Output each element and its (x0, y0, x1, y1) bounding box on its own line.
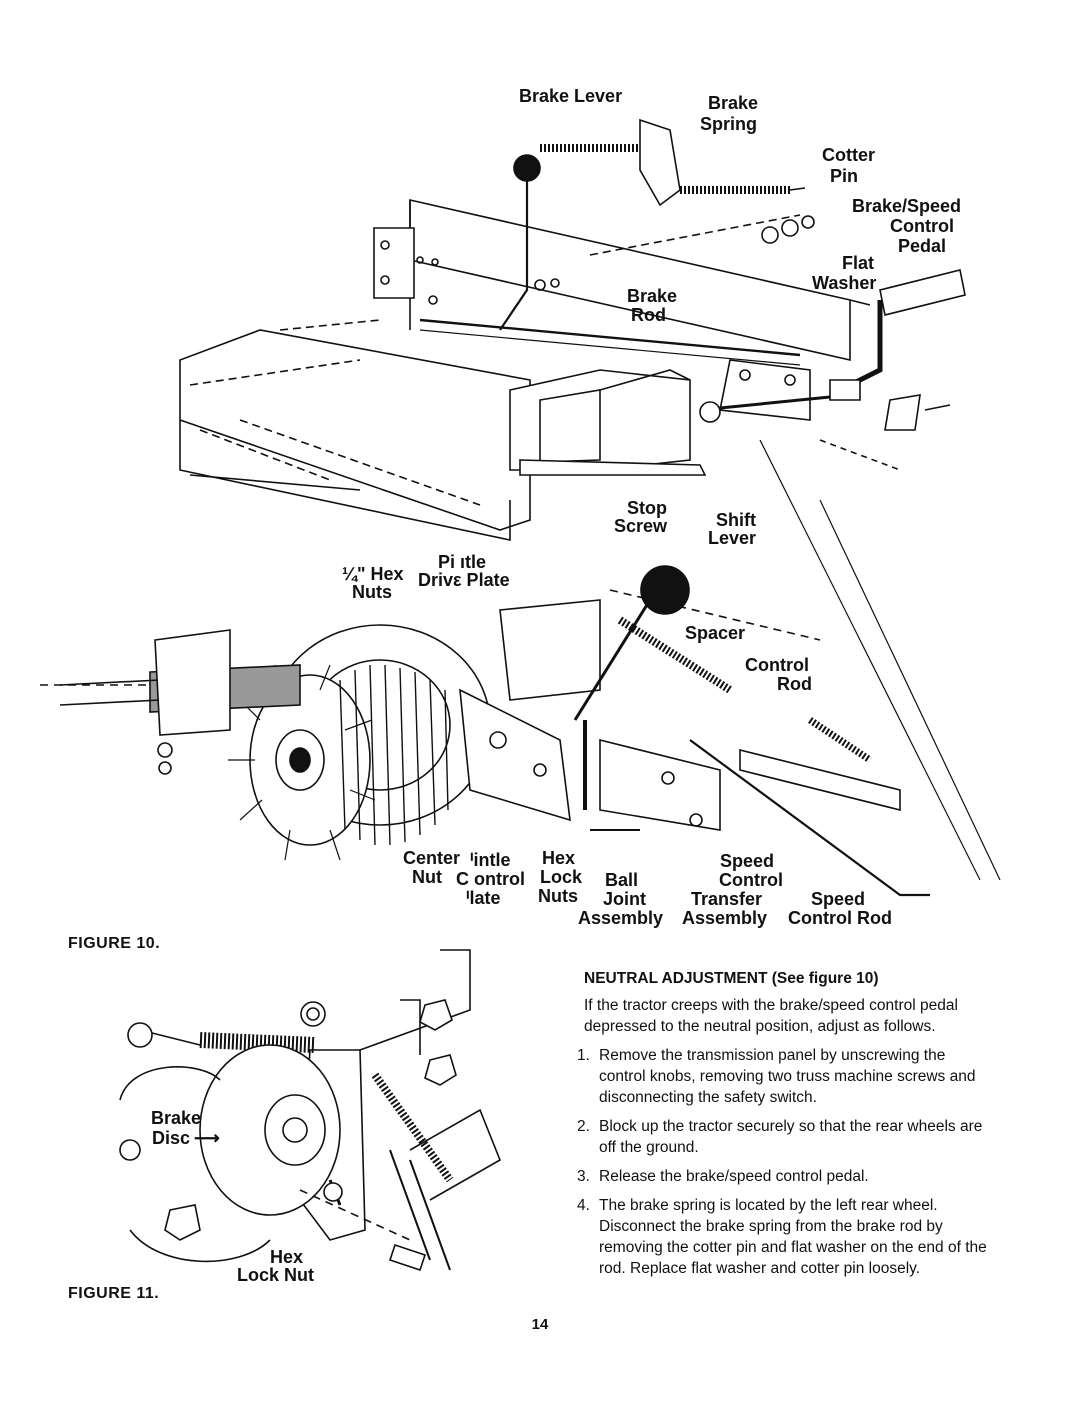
label-brake-spring-line2: Spring (700, 114, 757, 134)
label-hex-lock-nut-line1: Hex (270, 1247, 304, 1267)
label-pintle-control-plate-line1: ᑊintle (470, 850, 511, 870)
label-hex-nuts-line1: ¼" Hex (342, 564, 404, 584)
list-item: 1. Remove the transmission panel by unsc… (577, 1045, 992, 1108)
label-speed-transfer-line3: Transfer (691, 889, 763, 909)
label-center-nut-line1: Center (403, 848, 461, 868)
steps-list: 1. Remove the transmission panel by unsc… (577, 1045, 992, 1279)
label-pintle-drive-plate-line2: Drivε Plate (418, 570, 510, 590)
label-brake-speed-pedal-line2: Control (890, 216, 954, 236)
figure-11-caption: FIGURE 11. (68, 1285, 160, 1302)
arrow-right-icon: ⟶ (194, 1128, 220, 1148)
label-hex-lock-nuts-line2: Lock (540, 867, 583, 887)
label-speed-transfer-line4: Assembly (682, 908, 768, 928)
step-number: 1. (577, 1047, 590, 1064)
label-shift-lever-line1: Shift (716, 510, 756, 530)
step-number: 2. (577, 1118, 590, 1135)
step-text: Release the brake/speed control pedal. (599, 1168, 869, 1185)
label-pintle-drive-plate-line1: Pi ıtle (438, 552, 487, 572)
step-text: The brake spring is located by the left … (599, 1197, 987, 1277)
label-control-rod-line2: Rod (777, 674, 812, 694)
label-pintle-control-plate-line2: C ontrol (456, 869, 525, 889)
label-brake-spring-line1: Brake (708, 93, 759, 113)
label-brake-speed-pedal-line3: Pedal (898, 236, 947, 256)
label-flat-washer-line1: Flat (842, 253, 875, 273)
label-ball-joint-line3: Assembly (578, 908, 664, 928)
label-cotter-pin-line2: Pin (830, 166, 859, 186)
section-intro: If the tractor creeps with the brake/spe… (584, 997, 958, 1035)
label-cotter-pin-line1: Cotter (822, 145, 875, 165)
label-stop-screw-line1: Stop (627, 498, 667, 518)
step-text: Remove the transmission panel by unscrew… (599, 1047, 976, 1106)
label-shift-lever-line2: Lever (708, 528, 757, 548)
label-stop-screw-line2: Screw (614, 516, 668, 536)
label-brake-lever: Brake Lever (519, 86, 623, 106)
label-brake-disc-line1: Brake (151, 1108, 202, 1128)
label-brake-rod-line1: Brake (627, 286, 678, 306)
label-speed-control-rod-line1: Speed (811, 889, 866, 909)
label-hex-lock-nuts-line3: Nuts (538, 886, 578, 906)
label-brake-rod-line2: Rod (631, 305, 666, 325)
page-number: 14 (531, 1316, 549, 1333)
step-number: 3. (577, 1168, 590, 1185)
figure-10-caption: FIGURE 10. (68, 935, 161, 952)
label-ball-joint-line2: Joint (603, 889, 646, 909)
step-text: Block up the tractor securely so that th… (599, 1118, 983, 1156)
label-brake-disc-line2: Disc (152, 1128, 191, 1148)
label-speed-control-rod-line2: Control Rod (788, 908, 892, 928)
section-heading: NEUTRAL ADJUSTMENT (See figure 10) (584, 970, 879, 987)
label-hex-lock-nuts-line1: Hex (542, 848, 576, 868)
list-item: 2. Block up the tractor securely so that… (577, 1116, 992, 1158)
label-pintle-control-plate-line3: ᑊlate (466, 888, 501, 908)
label-spacer: Spacer (685, 623, 746, 643)
label-brake-speed-pedal-line1: Brake/Speed (852, 196, 962, 216)
label-ball-joint-line1: Ball (605, 870, 639, 890)
list-item: 4. The brake spring is located by the le… (577, 1195, 992, 1279)
label-control-rod-line1: Control (745, 655, 809, 675)
step-number: 4. (577, 1197, 590, 1214)
neutral-adjustment-section: NEUTRAL ADJUSTMENT (See figure 10) If th… (577, 968, 992, 1287)
list-item: 3. Release the brake/speed control pedal… (577, 1166, 992, 1187)
label-speed-transfer-line2: Control (719, 870, 783, 890)
label-center-nut-line2: Nut (412, 867, 442, 887)
label-speed-transfer-line1: Speed (720, 851, 775, 871)
label-hex-nuts-line2: Nuts (352, 582, 392, 602)
figure-10-illustration (0, 0, 1080, 940)
label-hex-lock-nut-line2: Lock Nut (237, 1265, 315, 1285)
label-flat-washer-line2: Washer (812, 273, 877, 293)
